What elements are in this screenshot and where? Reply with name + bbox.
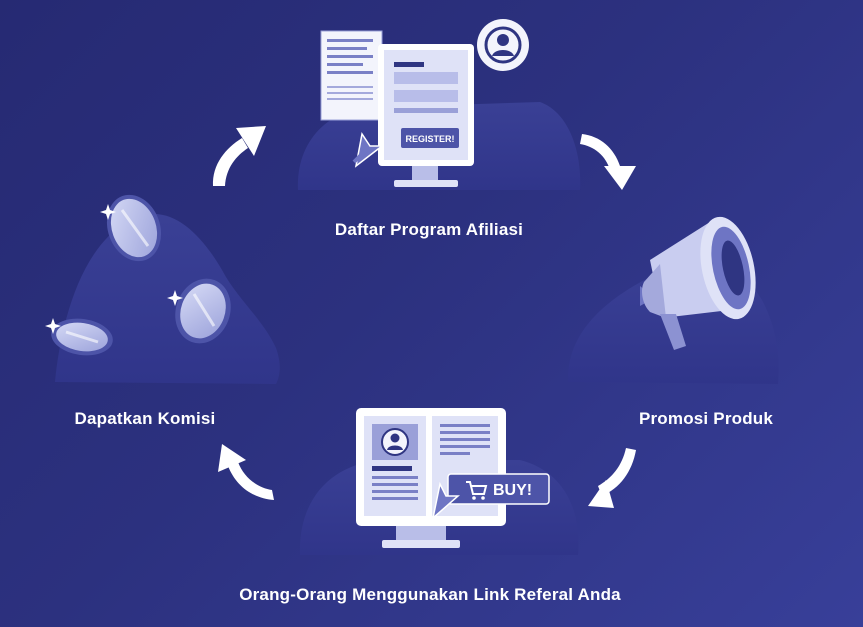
cart-icon <box>466 481 488 500</box>
cursor-icon <box>354 132 385 168</box>
sparkle-icon <box>45 318 61 334</box>
register-button-shape <box>401 128 459 148</box>
coin <box>51 318 113 356</box>
coin <box>175 278 231 344</box>
coins-icon <box>45 194 231 356</box>
register-button-label: REGISTER! <box>405 134 454 144</box>
register-computer-icon: REGISTER! <box>320 19 529 187</box>
step-label-promote: Promosi Produk <box>638 409 774 428</box>
buy-button-label: BUY! <box>493 482 532 499</box>
buy-computer-icon: BUY! <box>356 408 550 548</box>
form-document <box>320 30 383 121</box>
step-label-commission: Dapatkan Komisi <box>74 409 216 428</box>
left-blob <box>55 213 280 384</box>
sparkle-icon <box>100 204 116 220</box>
arrow-to-register <box>212 126 266 186</box>
sparkle-icon <box>167 290 183 306</box>
step-label-referral: Orang-Orang Menggunakan Link Referal And… <box>239 585 621 604</box>
arrow-to-commission <box>218 444 274 500</box>
megaphone-icon <box>640 216 756 350</box>
coin <box>106 194 162 262</box>
step-label-register: Daftar Program Afiliasi <box>334 220 524 239</box>
arrow-to-promote <box>580 134 636 190</box>
cursor-icon <box>431 481 460 521</box>
arrow-to-referral <box>588 448 636 508</box>
